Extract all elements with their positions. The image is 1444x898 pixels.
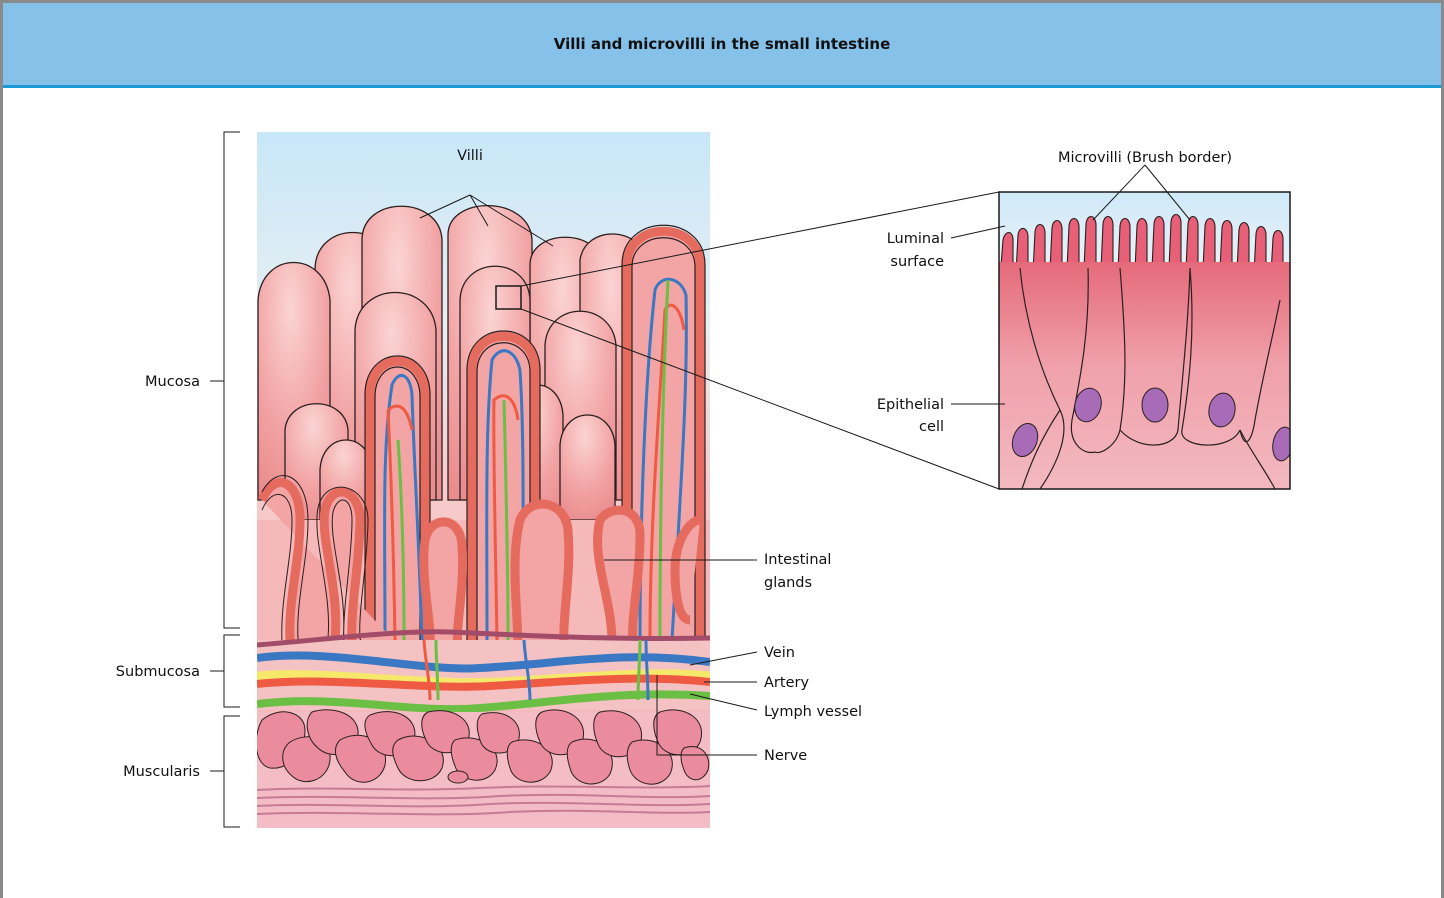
epithelial-cell-label-line1: Epithelial bbox=[877, 397, 944, 413]
nerve-label: Nerve bbox=[764, 748, 807, 764]
intestinal-glands-label-line2: glands bbox=[764, 575, 812, 591]
microvilli-inset bbox=[999, 192, 1296, 489]
epithelial-cell-label-line2: cell bbox=[919, 419, 944, 435]
luminal-surface-label-line1: Luminal bbox=[887, 231, 944, 247]
submucosa-label: Submucosa bbox=[116, 664, 200, 680]
microvilli-label: Microvilli (Brush border) bbox=[1058, 150, 1232, 166]
artery-label: Artery bbox=[764, 675, 809, 691]
tissue-block bbox=[256, 132, 710, 828]
luminal-surface-label-line2: surface bbox=[890, 254, 944, 270]
lymph-vessel-label: Lymph vessel bbox=[764, 704, 862, 720]
muscularis-label: Muscularis bbox=[123, 764, 200, 780]
vein-label: Vein bbox=[764, 645, 795, 661]
mucosa-label: Mucosa bbox=[145, 374, 200, 390]
intestinal-glands-label-line1: Intestinal bbox=[764, 552, 831, 568]
villi-label: Villi bbox=[457, 148, 483, 164]
